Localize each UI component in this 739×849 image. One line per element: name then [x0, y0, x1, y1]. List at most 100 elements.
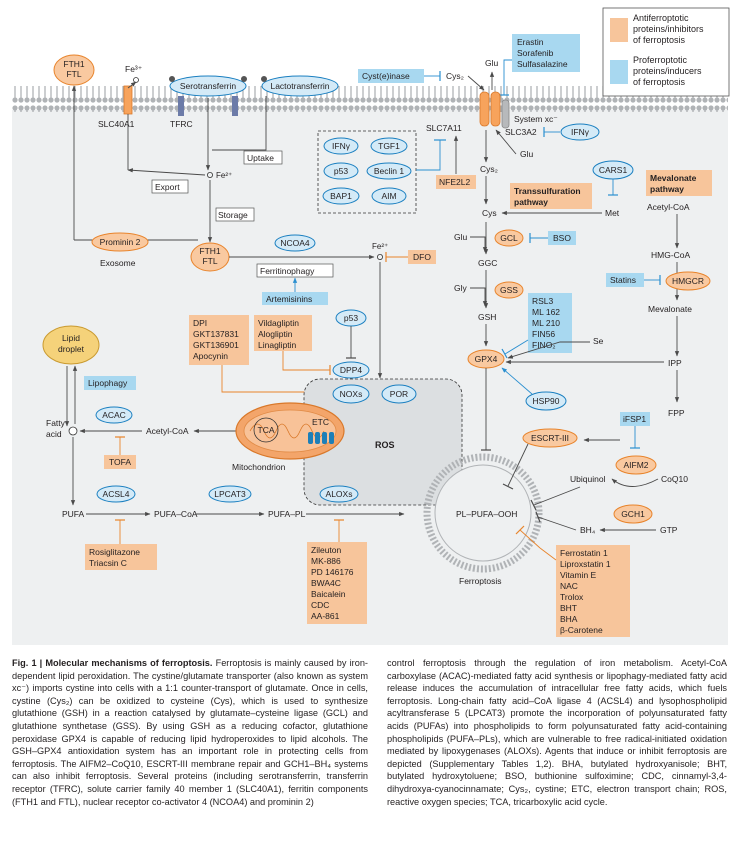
svg-text:Acetyl-CoA: Acetyl-CoA [146, 426, 189, 436]
zileuton-box [307, 542, 367, 624]
noxs: NOXs [332, 384, 370, 404]
svg-text:Acetyl-CoA: Acetyl-CoA [647, 202, 690, 212]
cars1: CARS1 [592, 160, 634, 180]
ferroptosis-diagram: Antiferroptotic proteins/inhibitors of f… [12, 7, 730, 645]
svg-text:LPCAT3: LPCAT3 [214, 489, 246, 499]
svg-text:IFNγ: IFNγ [332, 141, 351, 151]
svg-text:SLC7A11: SLC7A11 [426, 123, 462, 133]
svg-text:ALOXs: ALOXs [326, 489, 353, 499]
svg-text:Fe²⁺: Fe²⁺ [216, 171, 232, 180]
caption-right-text: control ferroptosis through the regulati… [387, 658, 727, 807]
etc-complex-4 [329, 432, 334, 444]
fth1-ftl-mid: FTH1 FTL [190, 242, 230, 272]
lactotransferrin: Lactotransferrin [261, 75, 339, 97]
svg-text:FPP: FPP [668, 408, 685, 418]
svg-text:p53: p53 [334, 166, 348, 176]
svg-text:TFRC: TFRC [170, 119, 193, 129]
svg-text:IPP: IPP [668, 358, 682, 368]
svg-text:GSH: GSH [478, 312, 496, 322]
caption-left-text: Ferroptosis is mainly caused by iron-dep… [12, 658, 368, 807]
svg-text:Mitochondrion: Mitochondrion [232, 462, 286, 472]
svg-text:Storage: Storage [218, 210, 248, 220]
erastin-box [512, 34, 580, 72]
svg-text:Glu: Glu [485, 58, 499, 68]
gss: GSS [494, 281, 524, 299]
svg-text:DPP4: DPP4 [340, 365, 362, 375]
svg-text:Cyst(e)inase: Cyst(e)inase [362, 71, 410, 81]
svg-text:FTH1: FTH1 [199, 246, 221, 256]
lipid-droplet: Lipid droplet [42, 325, 100, 365]
rsl3-box [528, 293, 572, 353]
svg-text:Linagliptin: Linagliptin [258, 340, 297, 350]
svg-text:Met: Met [605, 208, 620, 218]
svg-text:proteins/inducers: proteins/inducers [633, 66, 702, 76]
svg-text:BHA: BHA [560, 614, 578, 624]
tofa-box [104, 455, 136, 469]
svg-text:FTH1: FTH1 [63, 59, 85, 69]
svg-text:ACAC: ACAC [102, 410, 126, 420]
svg-text:RSL3: RSL3 [532, 296, 554, 306]
bap1: BAP1 [322, 187, 360, 205]
svg-text:BH₄: BH₄ [580, 525, 596, 535]
bso-box [548, 231, 576, 245]
ncoa4: NCOA4 [274, 234, 316, 252]
artemisinins-box [262, 292, 328, 305]
dpi-box [189, 315, 249, 365]
svg-text:Se: Se [593, 336, 604, 346]
svg-text:FTL: FTL [66, 69, 81, 79]
mitochondrion: TCA ETC [235, 402, 345, 460]
svg-text:BWA4C: BWA4C [311, 578, 341, 588]
svg-text:NCOA4: NCOA4 [280, 238, 310, 248]
svg-text:Lipophagy: Lipophagy [88, 378, 128, 388]
svg-text:Transsulfuration: Transsulfuration [514, 186, 581, 196]
gpx4: GPX4 [467, 349, 505, 369]
escrt-iii: ESCRT-III [522, 428, 578, 448]
p53-in-box: p53 [323, 162, 359, 180]
svg-text:SLC40A1: SLC40A1 [98, 119, 135, 129]
svg-text:ROS: ROS [375, 440, 395, 450]
svg-text:Proferroptotic: Proferroptotic [633, 55, 688, 65]
svg-text:ESCRT-III: ESCRT-III [531, 433, 569, 443]
svg-text:GTP: GTP [660, 525, 678, 535]
ifng-right: IFNγ [560, 123, 600, 141]
svg-text:Cys₂: Cys₂ [480, 164, 498, 174]
svg-text:ML 210: ML 210 [532, 318, 560, 328]
serotransferrin: Serotransferrin [169, 75, 247, 97]
figure-caption-right: control ferroptosis through the regulati… [387, 657, 727, 808]
legend-pro-swatch [610, 60, 628, 84]
ifsp1-box [620, 412, 650, 426]
svg-text:Exosome: Exosome [100, 258, 136, 268]
beclin1: Beclin 1 [366, 162, 412, 180]
svg-text:CoQ10: CoQ10 [661, 474, 688, 484]
aim: AIM [371, 187, 407, 205]
svg-text:Liproxstatin 1: Liproxstatin 1 [560, 559, 611, 569]
svg-text:of ferroptosis: of ferroptosis [633, 35, 686, 45]
svg-text:PUFA: PUFA [62, 509, 85, 519]
svg-text:Ferroptosis: Ferroptosis [459, 576, 502, 586]
svg-text:AA-861: AA-861 [311, 611, 340, 621]
svg-text:GSS: GSS [500, 285, 518, 295]
svg-text:NAC: NAC [560, 581, 578, 591]
svg-text:Lactotransferrin: Lactotransferrin [270, 81, 329, 91]
svg-text:MK-886: MK-886 [311, 556, 341, 566]
svg-text:pathway: pathway [514, 197, 548, 207]
svg-text:ACSL4: ACSL4 [103, 489, 130, 499]
svg-text:PL–PUFA–OOH: PL–PUFA–OOH [456, 509, 517, 519]
etc-complex-1 [308, 432, 313, 444]
cysteinase-box [358, 69, 424, 83]
statins-box [606, 273, 644, 287]
svg-text:proteins/inhibitors: proteins/inhibitors [633, 24, 704, 34]
hmgcr: HMGCR [665, 271, 711, 291]
ferroptotic-membrane [423, 453, 543, 573]
svg-text:AIFM2: AIFM2 [623, 460, 648, 470]
svg-text:ETC: ETC [312, 417, 329, 427]
svg-text:Zileuton: Zileuton [311, 545, 342, 555]
svg-text:droplet: droplet [58, 344, 85, 354]
ifng-in-box: IFNγ [323, 137, 359, 155]
svg-text:Serotransferrin: Serotransferrin [180, 81, 236, 91]
svg-text:Vildagliptin: Vildagliptin [258, 318, 299, 328]
svg-text:FINO₂: FINO₂ [532, 340, 556, 350]
dfo-box [408, 250, 436, 264]
svg-text:Alogliptin: Alogliptin [258, 329, 293, 339]
svg-text:TOFA: TOFA [109, 457, 131, 467]
